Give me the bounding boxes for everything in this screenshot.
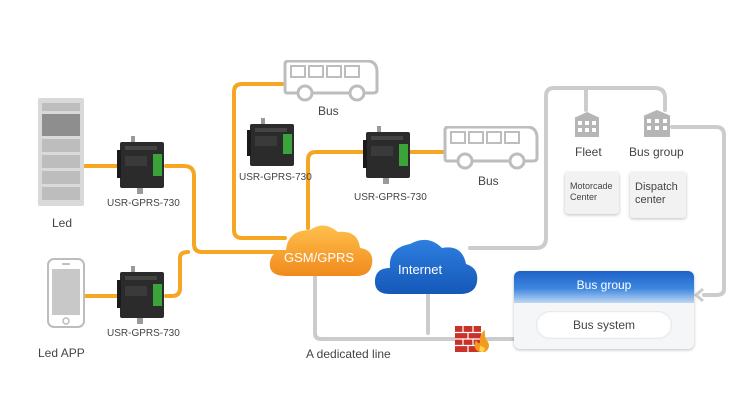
bus-group-label: Bus group: [629, 145, 684, 159]
led-sign-icon: [38, 98, 84, 206]
bus-mid-label: Bus: [478, 174, 499, 188]
panel-title: Bus group: [576, 278, 632, 292]
device2-label: USR-GPRS-730: [107, 328, 180, 339]
bus-group-panel: Bus group Bus system: [514, 271, 694, 349]
device4-label: USR-GPRS-730: [354, 192, 427, 203]
device1-label: USR-GPRS-730: [107, 198, 180, 209]
arrow-into-panel: [693, 287, 704, 303]
bus-icon: [283, 60, 379, 102]
gprs-device-icon: [247, 118, 294, 166]
line-bus-top-to-gsm: [232, 82, 287, 240]
building-icon: [643, 110, 671, 137]
bus-icon: [443, 126, 539, 170]
internet-label: Internet: [398, 262, 443, 277]
gsm-cloud-icon: [269, 225, 373, 276]
firewall-icon: [455, 326, 489, 352]
dispatch-center-box: Dispatch center: [630, 172, 686, 218]
line-device1-to-gsm: [164, 164, 287, 254]
gprs-device-icon: [117, 266, 164, 324]
gprs-device-icon: [363, 126, 410, 184]
gprs-device-icon: [117, 136, 164, 194]
led-label: Led: [52, 216, 73, 230]
led-app-label: Led APP: [38, 346, 85, 360]
panel-header: Bus group: [514, 271, 694, 303]
dedicated-line-label: A dedicated line: [306, 347, 391, 361]
dispatch-center-label: Dispatch center: [635, 181, 678, 206]
building-icon: [574, 112, 600, 137]
phone-icon: [47, 258, 85, 328]
bus-system-pill: Bus system: [536, 311, 672, 339]
line-busgroup-to-panel: [670, 125, 726, 297]
fleet-label: Fleet: [575, 145, 602, 159]
bus-top-label: Bus: [318, 104, 339, 118]
bus-system-label: Bus system: [572, 318, 635, 332]
line-device2-to-gsm: [164, 250, 190, 298]
internet-cloud-icon: [374, 239, 478, 294]
line-gsm-to-device3: [306, 150, 364, 230]
gsm-gprs-label: GSM/GPRS: [284, 250, 355, 265]
motorcade-center-box: Motorcade Center: [565, 172, 619, 214]
device3-label: USR-GPRS-730: [239, 172, 312, 183]
line-internet-to-fleet: [468, 86, 667, 250]
motorcade-center-label: Motorcade Center: [570, 181, 613, 202]
line-gsm-to-dedicated: [313, 268, 464, 341]
